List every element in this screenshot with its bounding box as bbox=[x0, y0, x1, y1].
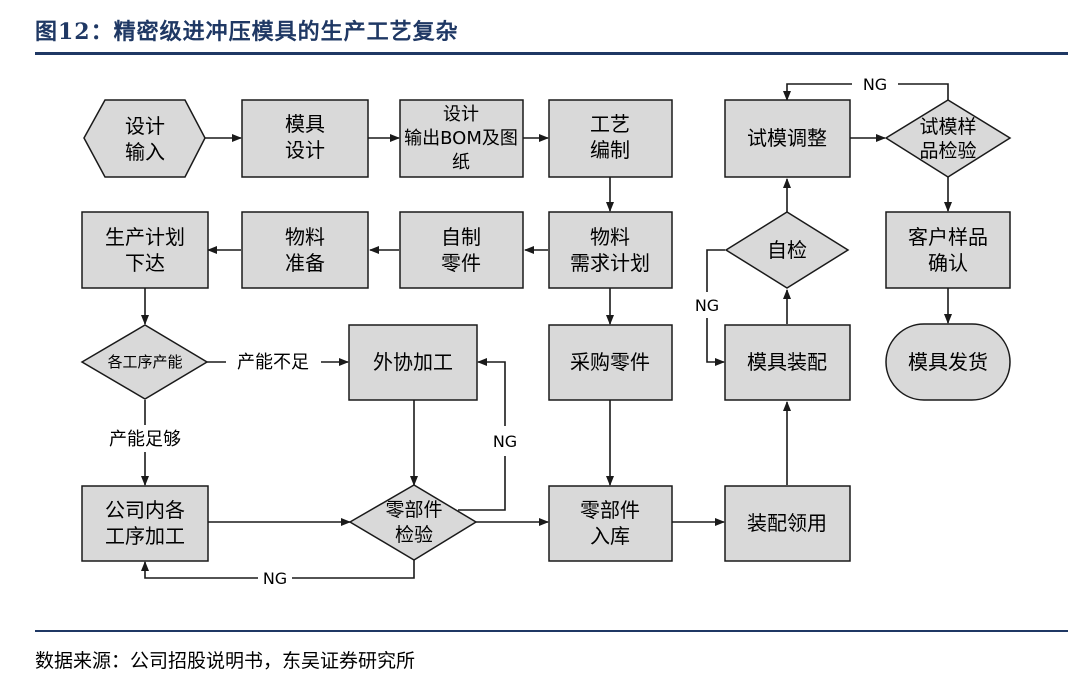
svg-text:自检: 自检 bbox=[767, 238, 807, 262]
edge-label-insufficient: 产能不足 bbox=[237, 352, 309, 373]
node-purchase-parts: 采购零件 bbox=[548, 324, 673, 401]
svg-text:试模调整: 试模调整 bbox=[747, 126, 827, 150]
svg-text:设计输出BOM及图纸: 设计输出BOM及图纸 bbox=[404, 104, 518, 173]
edge-label-ng-self-check: NG bbox=[695, 296, 719, 315]
svg-text:试模样品检验: 试模样品检验 bbox=[919, 116, 976, 162]
node-mold-assembly: 模具装配 bbox=[724, 324, 851, 401]
node-production-plan: 生产计划下达 bbox=[81, 211, 209, 289]
svg-text:客户样品确认: 客户样品确认 bbox=[908, 225, 988, 275]
node-self-check: 自检 bbox=[724, 211, 850, 289]
svg-text:采购零件: 采购零件 bbox=[570, 350, 650, 374]
edges bbox=[141, 83, 952, 579]
node-trial-adjust: 试模调整 bbox=[724, 99, 851, 178]
svg-text:工艺编制: 工艺编制 bbox=[590, 112, 630, 162]
edge-label-sufficient: 产能足够 bbox=[109, 429, 181, 450]
node-mold-design: 模具设计 bbox=[241, 99, 369, 178]
edge-ng-self-check-upper bbox=[706, 249, 725, 292]
node-parts-inspection: 零部件检验 bbox=[348, 484, 478, 561]
edge-ng-inspection-to-outsourcing-upper bbox=[477, 358, 506, 426]
node-material-prep: 物料准备 bbox=[241, 211, 369, 289]
node-design-output: 设计输出BOM及图纸 bbox=[399, 99, 524, 178]
svg-text:公司内各工序加工: 公司内各工序加工 bbox=[105, 498, 185, 548]
svg-text:零部件入库: 零部件入库 bbox=[580, 498, 640, 548]
svg-text:零部件检验: 零部件检验 bbox=[385, 499, 442, 546]
edge-ng-inspection-to-outsourcing-lower bbox=[458, 456, 506, 511]
node-outsourcing: 外协加工 bbox=[348, 324, 478, 401]
svg-text:生产计划下达: 生产计划下达 bbox=[105, 225, 185, 275]
svg-text:自制零件: 自制零件 bbox=[441, 225, 481, 275]
svg-text:模具设计: 模具设计 bbox=[285, 112, 325, 162]
node-self-made-parts: 自制零件 bbox=[399, 211, 524, 289]
edge-label-ng-outsourcing: NG bbox=[493, 432, 517, 451]
node-internal-process: 公司内各工序加工 bbox=[81, 485, 209, 562]
edge-label-ng-bottom: NG bbox=[263, 569, 287, 588]
title-divider bbox=[35, 52, 1068, 55]
data-source: 数据来源：公司招股说明书，东吴证券研究所 bbox=[35, 650, 416, 672]
source-divider bbox=[35, 630, 1068, 632]
svg-text:物料需求计划: 物料需求计划 bbox=[570, 225, 650, 275]
edge-ng-sample-to-trial-right bbox=[898, 83, 949, 100]
node-process-capacity: 各工序产能 bbox=[80, 324, 209, 400]
node-sample-inspection: 试模样品检验 bbox=[884, 99, 1012, 178]
edge-ng-sample-to-trial-left bbox=[783, 83, 852, 101]
node-process-planning: 工艺编制 bbox=[548, 99, 673, 178]
svg-text:物料准备: 物料准备 bbox=[285, 225, 325, 275]
node-parts-storage: 零部件入库 bbox=[548, 485, 673, 562]
edge-ng-self-check-lower bbox=[706, 318, 725, 366]
svg-text:设计输入: 设计输入 bbox=[125, 114, 165, 164]
node-design-input: 设计输入 bbox=[83, 99, 206, 178]
node-assembly-requisition: 装配领用 bbox=[724, 485, 851, 562]
edge-ng-inspection-to-internal-right bbox=[141, 561, 258, 579]
svg-text:模具发货: 模具发货 bbox=[908, 350, 988, 374]
node-material-demand: 物料需求计划 bbox=[548, 211, 673, 289]
edge-label-ng-sample: NG bbox=[863, 75, 887, 94]
edge-ng-inspection-to-internal-left bbox=[292, 560, 415, 579]
node-customer-confirm: 客户样品确认 bbox=[885, 211, 1011, 289]
svg-text:装配领用: 装配领用 bbox=[747, 511, 827, 535]
svg-text:各工序产能: 各工序产能 bbox=[107, 353, 182, 371]
figure-title: 图12：精密级进冲压模具的生产工艺复杂 bbox=[35, 19, 459, 45]
svg-text:外协加工: 外协加工 bbox=[373, 350, 453, 374]
node-mold-delivery: 模具发货 bbox=[885, 323, 1011, 401]
svg-text:模具装配: 模具装配 bbox=[747, 350, 827, 374]
